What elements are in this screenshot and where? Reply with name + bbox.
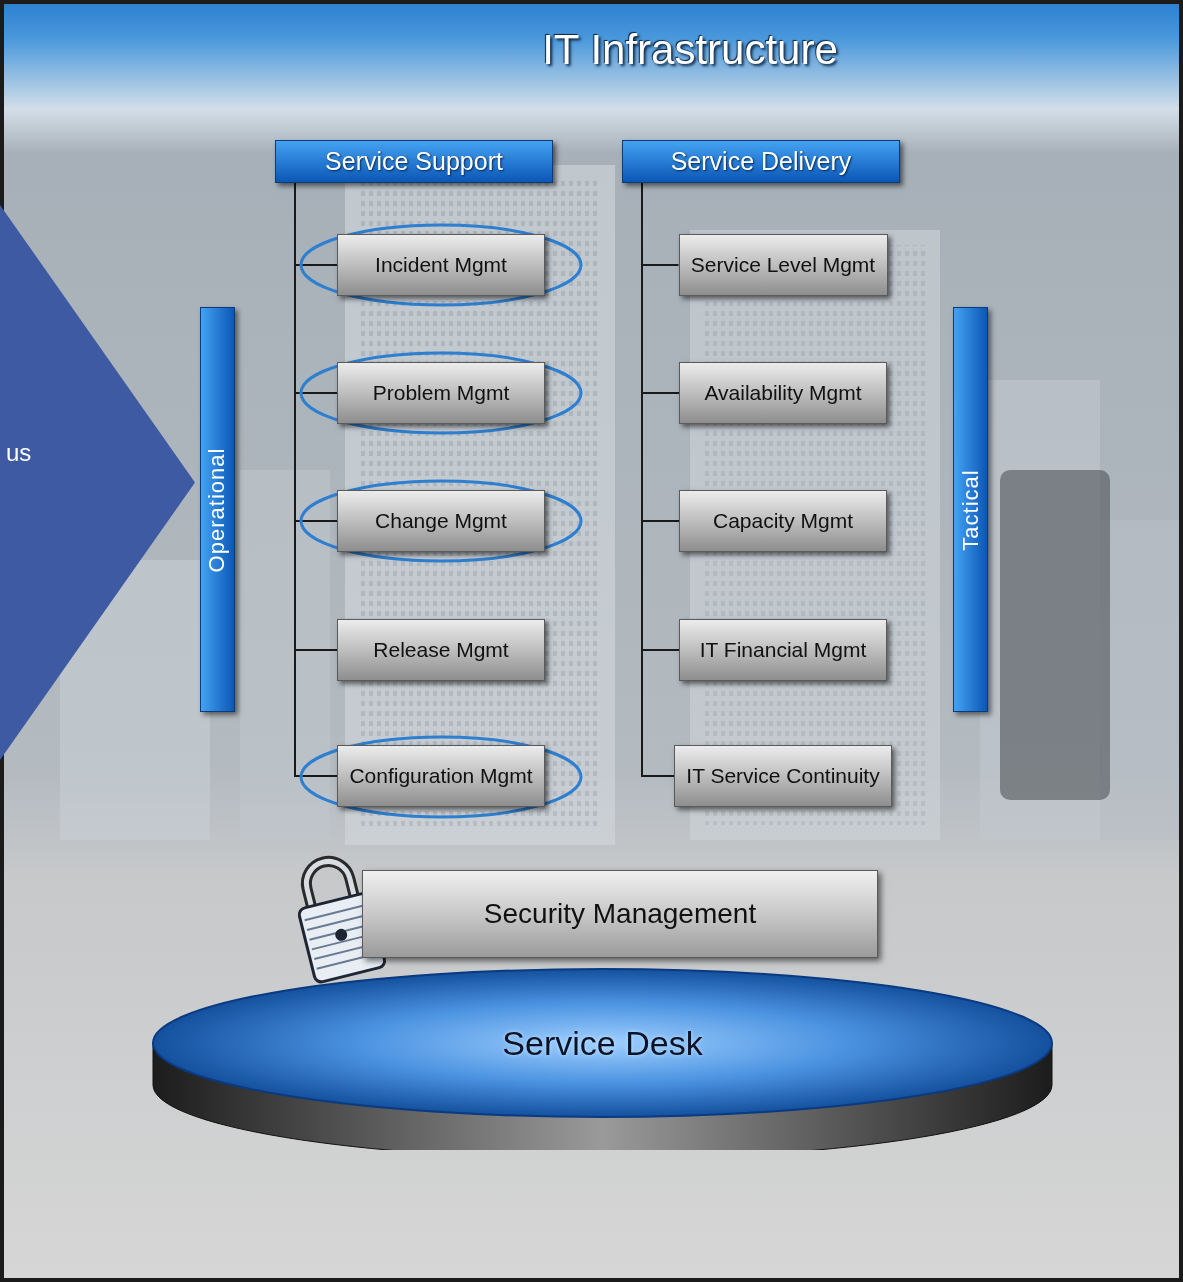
tree-connector xyxy=(642,183,679,265)
process-box: IT Service Continuity xyxy=(674,745,892,807)
tree-connector xyxy=(642,183,679,393)
node-label: Problem Mgmt xyxy=(373,381,510,405)
process-box: Availability Mgmt xyxy=(679,362,887,424)
node-label: Tactical xyxy=(958,469,984,550)
tree-connector xyxy=(642,183,674,776)
node-label: Service Level Mgmt xyxy=(691,253,875,277)
process-box: Incident Mgmt xyxy=(337,234,545,296)
diagram-title: IT Infrastructure xyxy=(390,24,990,76)
title-box: IT Infrastructure xyxy=(390,24,990,76)
node-label: Availability Mgmt xyxy=(704,381,861,405)
city-skyline xyxy=(60,165,1183,845)
node-label: Service Support xyxy=(325,147,503,176)
process-box: Problem Mgmt xyxy=(337,362,545,424)
security-band: Security Management xyxy=(362,870,878,958)
node-label: IT Financial Mgmt xyxy=(700,638,867,662)
group-header: Service Support xyxy=(275,140,553,183)
tree-connector xyxy=(642,183,679,650)
process-box: IT Financial Mgmt xyxy=(679,619,887,681)
node-label: Service Delivery xyxy=(671,147,852,176)
focus-arrow: us xyxy=(0,205,195,760)
process-box: Change Mgmt xyxy=(337,490,545,552)
level-bar: Tactical xyxy=(953,307,988,712)
process-box: Configuration Mgmt xyxy=(337,745,545,807)
process-box: Release Mgmt xyxy=(337,619,545,681)
group-header: Service Delivery xyxy=(622,140,900,183)
process-box: Service Level Mgmt xyxy=(679,234,888,296)
highlight-ellipse xyxy=(301,225,581,305)
node-label: Release Mgmt xyxy=(373,638,508,662)
building xyxy=(1100,520,1183,840)
tree-connector xyxy=(295,183,337,265)
computer-tower xyxy=(1000,470,1110,800)
tree-connector xyxy=(642,183,679,521)
highlight-ellipse xyxy=(301,737,581,817)
node-label: Incident Mgmt xyxy=(375,253,507,277)
tree-connector xyxy=(295,183,337,521)
building xyxy=(240,470,330,840)
highlight-ellipse xyxy=(301,353,581,433)
padlock-keyhole xyxy=(334,928,349,943)
arrow-triangle xyxy=(0,205,195,760)
node-label: Capacity Mgmt xyxy=(713,509,853,533)
tree-connector xyxy=(295,183,337,393)
node-label: Change Mgmt xyxy=(375,509,507,533)
node-label: Configuration Mgmt xyxy=(349,764,532,788)
node-label: Security Management xyxy=(484,898,756,930)
highlight-ellipse xyxy=(301,481,581,561)
node-label: Operational xyxy=(205,447,231,572)
node-label: us xyxy=(6,439,31,467)
arrow-shape xyxy=(0,205,195,760)
process-box: Capacity Mgmt xyxy=(679,490,887,552)
node-label: IT Service Continuity xyxy=(686,764,879,788)
node-label: Service Desk xyxy=(150,1023,1055,1063)
service-desk-disc: Service Desk xyxy=(150,965,1055,1150)
level-bar: Operational xyxy=(200,307,235,712)
